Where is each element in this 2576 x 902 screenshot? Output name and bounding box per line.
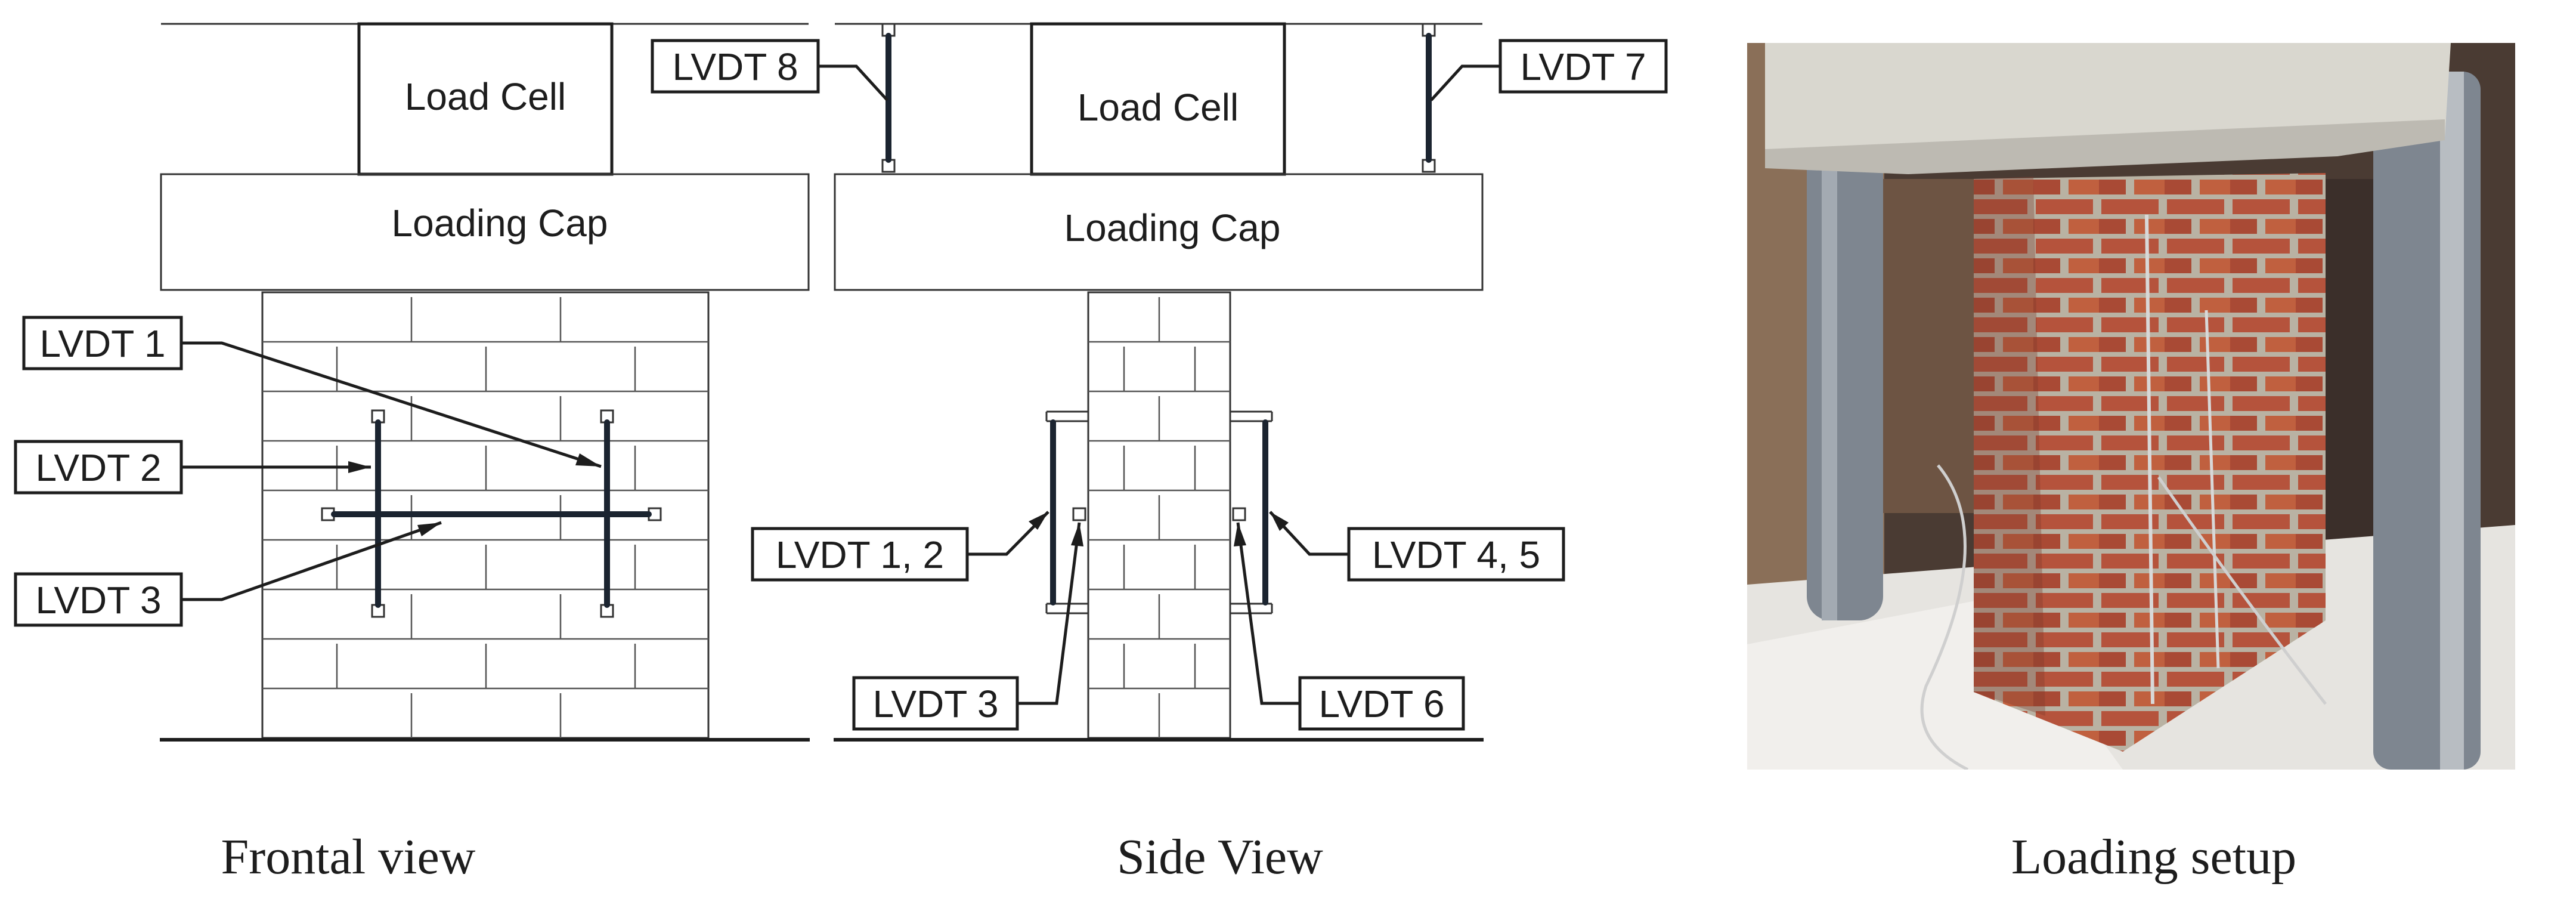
frontal-lvdt-2-arrowhead: [348, 461, 371, 473]
side-lvdt-3-mount: [1072, 507, 1086, 521]
side-view: Load Cell Loading Cap LVDT 8 LVDT 7: [651, 22, 1668, 885]
photo-cable-1: [1920, 464, 1969, 770]
side-lvdt-1-2-label: LVDT 1, 2: [776, 533, 944, 576]
side-load-cell-box: [1030, 22, 1286, 176]
photo-left-steel-column: [1807, 143, 1883, 620]
photo-left-column-highlight: [1822, 143, 1837, 620]
side-lvdt-3-label: LVDT 3: [872, 682, 998, 725]
photo-cable-2: [2157, 476, 2327, 705]
frontal-lvdt-1-label: LVDT 1: [39, 322, 165, 365]
frontal-lvdt-2-box: [14, 440, 183, 495]
side-lvdt-3-arrowhead: [1071, 523, 1083, 546]
side-lvdt-4-5-label: LVDT 4, 5: [1372, 533, 1540, 576]
lvdt-8-box: [651, 39, 820, 94]
photo-lvdt-wire-1: [2145, 214, 2154, 705]
frontal-lvdt-2-label: LVDT 2: [35, 446, 161, 489]
photo-right-steel-column: [2373, 72, 2481, 770]
frontal-brick-courses: [262, 297, 708, 738]
side-lvdt-6-label: LVDT 6: [1318, 682, 1444, 725]
side-loading-cap-label: Loading Cap: [1064, 206, 1281, 249]
lvdt-7-leader: [1430, 64, 1500, 101]
frontal-lvdt-1-arrowhead: [575, 453, 601, 467]
side-lvdt-6-leader: [1236, 522, 1300, 705]
photo-wallette-side-shade: [1974, 177, 2045, 716]
frontal-load-cell-label: Load Cell: [405, 75, 566, 118]
frontal-loading-cap-label: Loading Cap: [392, 202, 608, 245]
lvdt-7-box: [1498, 39, 1668, 94]
side-lvdt-1-2-arrowhead: [1029, 512, 1048, 530]
lvdt-7-label: LVDT 7: [1520, 45, 1646, 88]
lvdt-8-leader: [818, 64, 888, 101]
frontal-lvdt-3-label: LVDT 3: [35, 579, 161, 622]
photo-right-column-highlight: [2440, 72, 2464, 770]
loading-setup-photo: [1747, 43, 2515, 770]
lvdt-8-label: LVDT 8: [672, 45, 798, 88]
frontal-view-caption: Frontal view: [221, 829, 476, 885]
side-load-cell-label: Load Cell: [1078, 86, 1239, 129]
frontal-view: Load Cell Loading Cap LVDT 1 LVDT 2 LVDT…: [14, 22, 810, 885]
photo-beam-underside: [1765, 119, 2445, 174]
side-lvdt-6-mount: [1232, 507, 1246, 521]
side-lvdt-4-5-leader: [1269, 511, 1349, 556]
side-lvdt-3-leader: [1017, 522, 1081, 705]
side-loading-cap-box: [834, 173, 1484, 291]
frontal-lvdt-3-leader: [181, 521, 442, 601]
side-brick-courses: [1088, 297, 1230, 738]
photo-lvdt-wire-2: [2205, 310, 2220, 669]
side-lvdt-1-2-box: [751, 527, 969, 582]
side-lvdt-6-arrowhead: [1234, 523, 1246, 546]
frontal-lvdt-3-arrowhead: [417, 523, 441, 536]
side-lvdt-4-5-arrowhead: [1270, 512, 1289, 531]
side-lvdt-4-5-box: [1347, 527, 1565, 582]
side-lvdt-6-box: [1298, 676, 1465, 731]
loading-setup-caption: Loading setup: [2011, 829, 2296, 885]
frontal-lvdt-1-leader: [181, 341, 602, 468]
frontal-loading-cap-box: [160, 173, 810, 291]
side-view-caption: Side View: [1117, 829, 1323, 885]
